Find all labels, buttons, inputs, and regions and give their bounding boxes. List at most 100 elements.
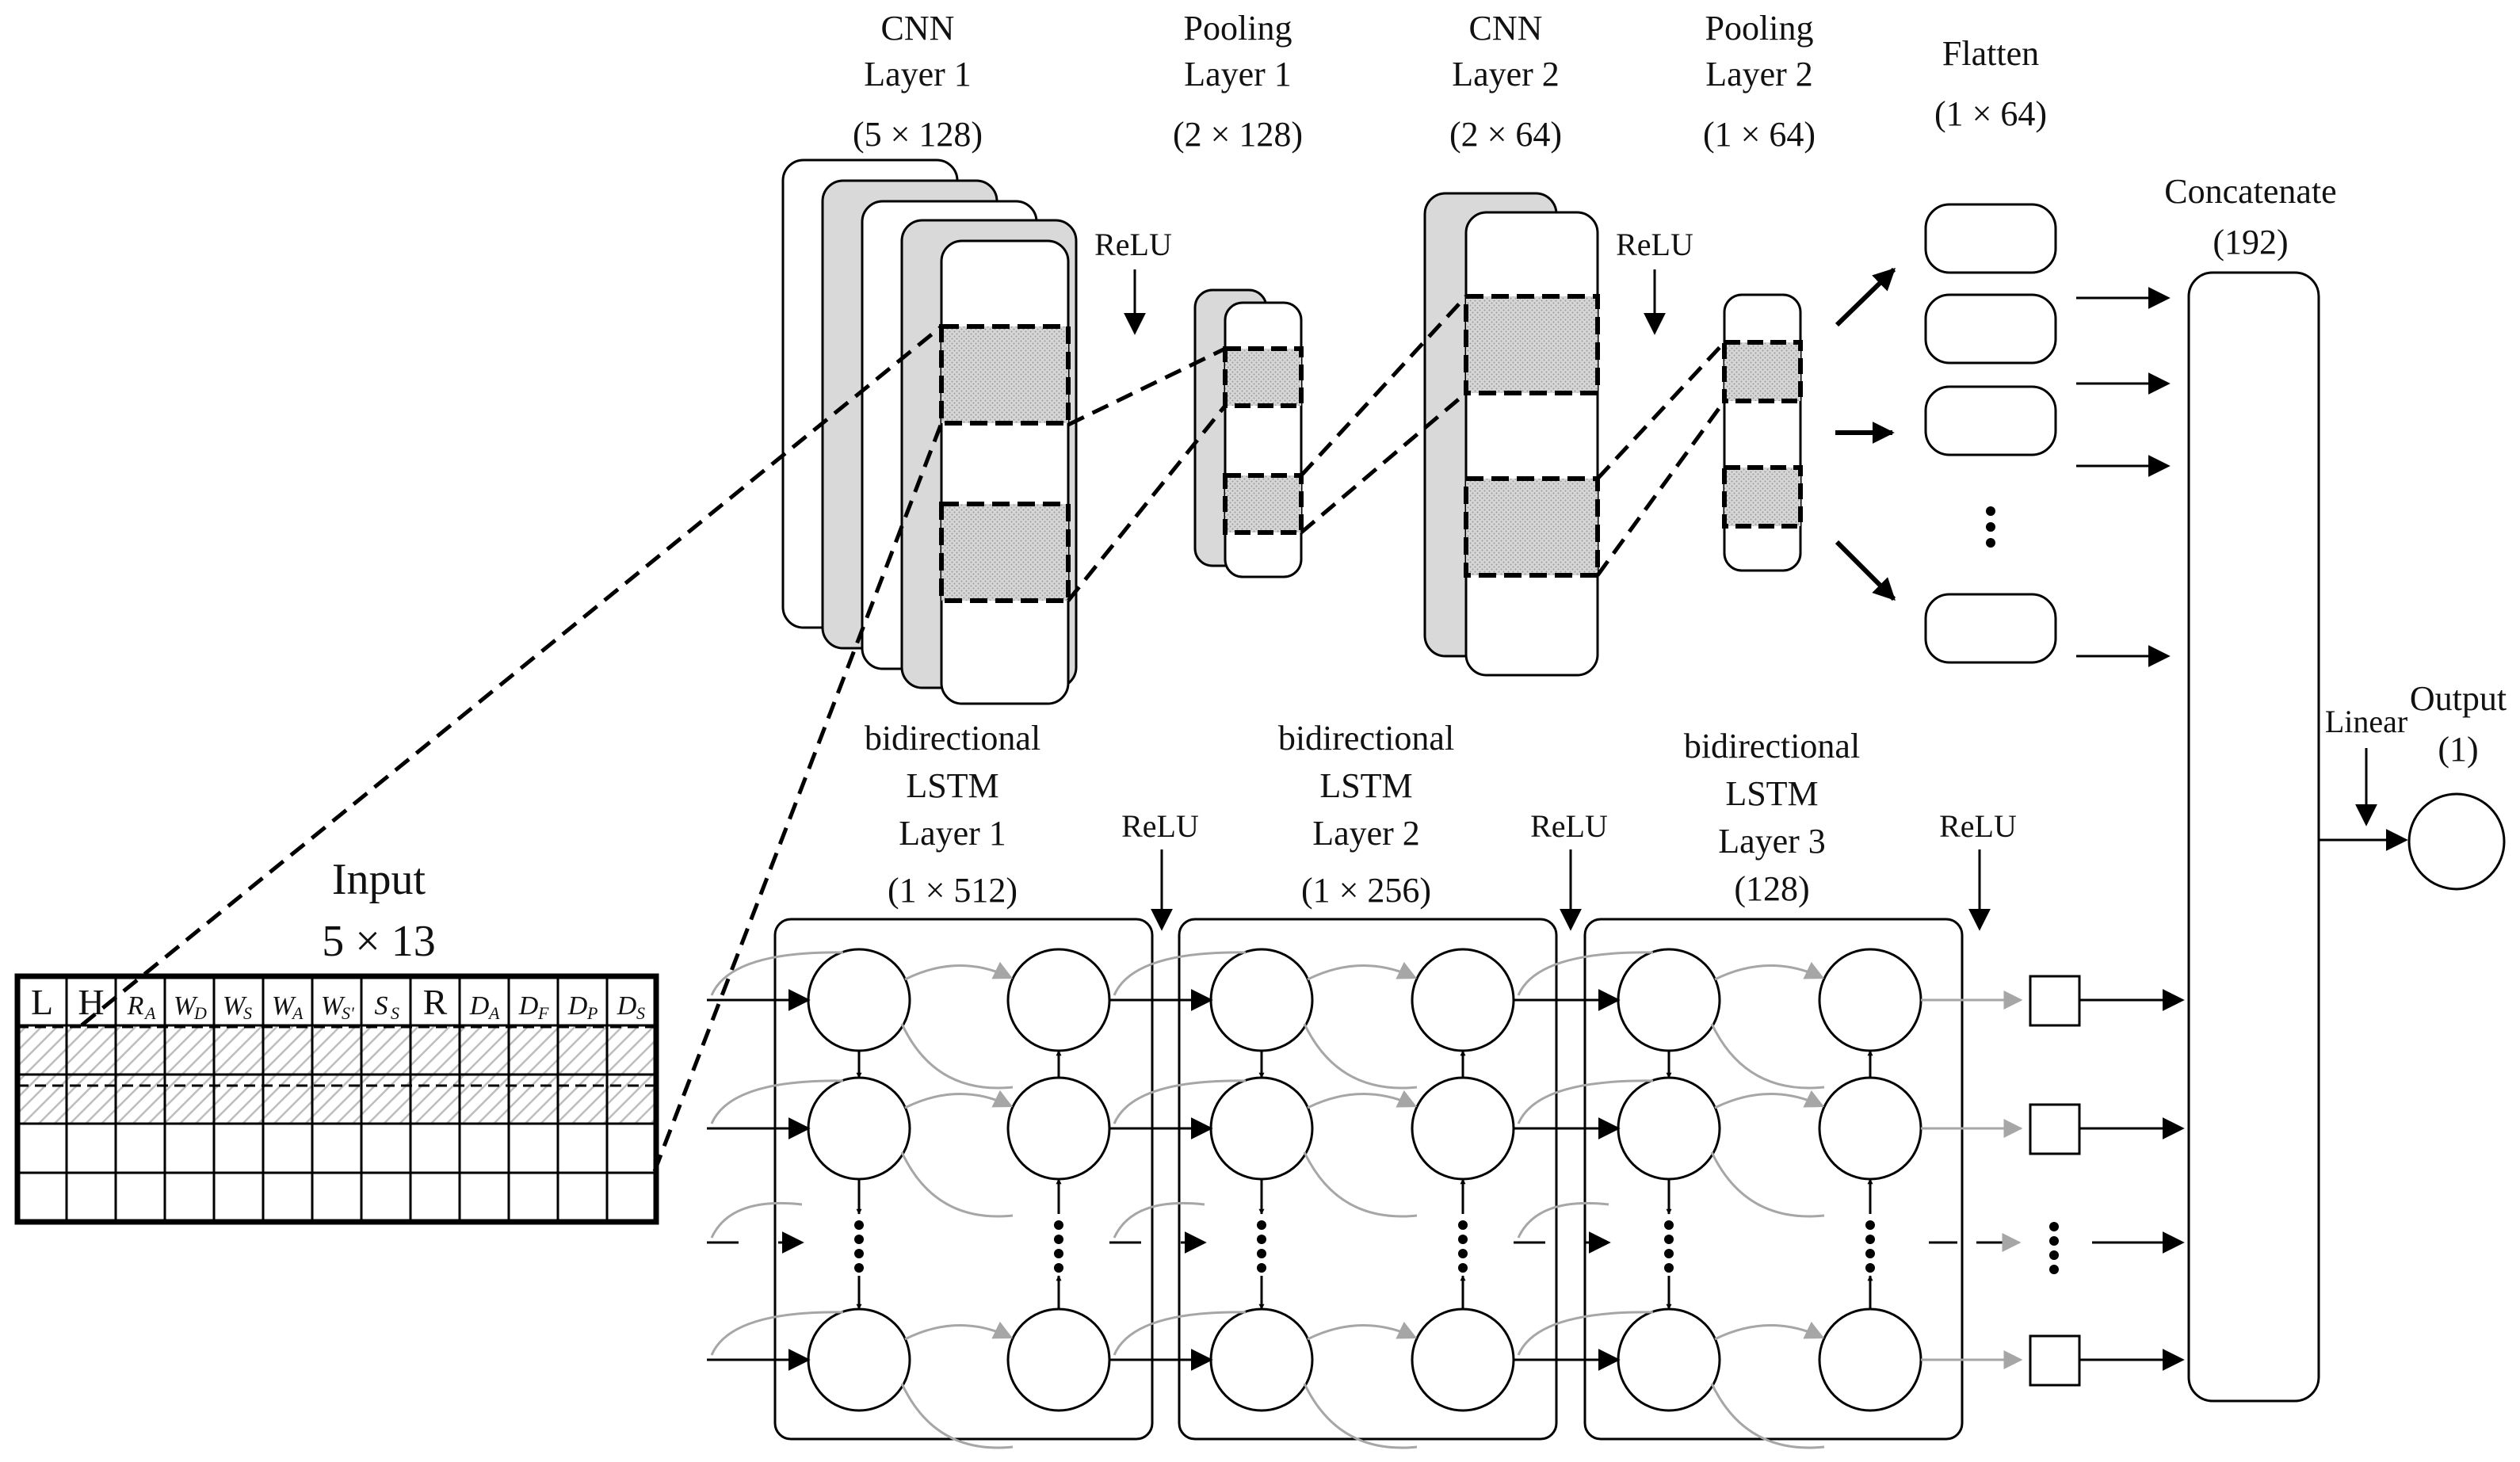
feature-symbol-text: H: [78, 982, 104, 1022]
svg-text:(1 × 512): (1 × 512): [888, 871, 1018, 910]
feature-symbol-text: R: [127, 991, 144, 1021]
lstm-row-2: [707, 1079, 2023, 1139]
concatenate-block: [2187, 271, 2320, 1403]
svg-text:bidirectional: bidirectional: [1278, 719, 1454, 758]
lstm-ellipsis-dot: [1865, 1235, 1875, 1244]
lstm-gray-connection: [1517, 951, 1654, 996]
feature-symbol-text: D: [518, 991, 539, 1021]
svg-text:Layer 2: Layer 2: [1312, 814, 1420, 853]
lstm-area: [707, 918, 2185, 1449]
lstm-output-ellipsis-dot: [2049, 1265, 2059, 1274]
lstm-backward-cell: [1818, 948, 1922, 1052]
feature-symbol-subscript: F: [537, 1003, 549, 1023]
input-feature-symbol: L: [31, 982, 53, 1022]
svg-text:Concatenate: Concatenate: [2164, 172, 2336, 211]
lstm-ellipsis-dot: [1257, 1235, 1266, 1244]
input-feature-symbol: WA: [272, 991, 304, 1023]
flatten-units: [1924, 203, 2057, 664]
lstm-backward-cell: [1818, 1307, 1922, 1412]
feature-symbol-text: S: [375, 991, 388, 1021]
feature-symbol-subscript: S: [391, 1003, 399, 1023]
svg-text:ReLU: ReLU: [1530, 808, 1608, 844]
input-feature-symbol: H: [78, 982, 104, 1022]
input-feature-symbol: WD: [174, 991, 207, 1023]
svg-text:(128): (128): [1734, 869, 1809, 908]
lstm-layer-2-cells: [1209, 948, 1515, 1449]
svg-text:Layer 1: Layer 1: [864, 55, 972, 94]
pool-layer2-stack: [1722, 293, 1803, 572]
relu-cnn1: ReLU: [1094, 227, 1172, 335]
cnn-layer1-label: CNN Layer 1 (5 × 128): [853, 9, 983, 154]
lstm-ellipsis-dot: [1664, 1235, 1674, 1244]
cnn-layer1-stack: [781, 158, 1078, 705]
lstm-ellipsis-dot: [1865, 1263, 1875, 1273]
input-grid-border: [14, 973, 659, 1225]
lstm-ellipsis-dot: [1664, 1263, 1674, 1273]
lstm-ellipsis-dot: [1458, 1263, 1468, 1273]
svg-text:Layer 2: Layer 2: [1705, 55, 1813, 94]
lstm-forward-cell: [1617, 948, 1721, 1052]
lstm-gray-connection: [1307, 1090, 1418, 1109]
lstm-ellipsis-dot: [1257, 1220, 1266, 1230]
lstm-gray-connection: [1714, 961, 1825, 981]
input-feature-symbol: WS: [223, 991, 252, 1023]
lstm-ellipsis-dot: [854, 1235, 864, 1244]
feature-symbol-text: W: [223, 991, 247, 1021]
svg-text:LSTM: LSTM: [1319, 766, 1412, 805]
lstm-row-3: [707, 1201, 1611, 1254]
lstm-output-ellipsis-dot: [2049, 1222, 2059, 1231]
lstm-gray-connection: [1113, 1201, 1205, 1239]
lstm-gray-connection: [1113, 1079, 1247, 1124]
lstm-gray-connection: [904, 961, 1014, 981]
svg-text:LSTM: LSTM: [906, 766, 998, 805]
svg-text:Pooling: Pooling: [1184, 9, 1292, 48]
lstm-gray-connection: [710, 951, 844, 996]
svg-text:(1): (1): [2438, 730, 2478, 769]
cnn-layer2-label: CNN Layer 2 (2 × 64): [1449, 9, 1562, 154]
lstm-gray-connection: [1113, 951, 1247, 996]
lstm-gray-connection: [1517, 1311, 1654, 1356]
lstm-gray-connection: [710, 1201, 803, 1239]
lstm-layer2-label: bidirectional LSTM Layer 2 (1 × 256): [1278, 719, 1454, 910]
svg-text:bidirectional: bidirectional: [865, 719, 1040, 758]
svg-text:Layer 1: Layer 1: [1184, 55, 1292, 94]
lstm-gray-connection: [1517, 1079, 1654, 1124]
feature-symbol-subscript: P: [586, 1003, 598, 1023]
lstm-ellipsis-dot: [1054, 1249, 1063, 1258]
feature-symbol-text: W: [272, 991, 296, 1021]
svg-text:LSTM: LSTM: [1725, 774, 1818, 813]
pool-layer2-label: Pooling Layer 2 (1 × 64): [1703, 9, 1816, 154]
svg-text:ReLU: ReLU: [1094, 227, 1172, 262]
lstm-gray-connection: [904, 1321, 1014, 1341]
output-node: [2407, 792, 2506, 891]
lstm-layer-3-cells: [1617, 948, 1922, 1449]
flatten-label: Flatten (1 × 64): [1934, 34, 2047, 133]
svg-text:Layer 2: Layer 2: [1452, 55, 1560, 94]
lstm-ellipsis-dot: [1257, 1263, 1266, 1273]
svg-text:(1 × 64): (1 × 64): [1703, 115, 1816, 154]
lstm-layer1-label: bidirectional LSTM Layer 1 (1 × 512): [865, 719, 1040, 910]
feature-symbol-text: R: [423, 982, 448, 1022]
lstm-forward-cell: [1617, 1307, 1721, 1412]
feature-symbol-subscript: A: [143, 1003, 156, 1023]
lstm-gray-connection: [1307, 1321, 1418, 1341]
lstm-backward-cell: [1006, 1307, 1111, 1412]
lstm-gray-connection: [1303, 1383, 1418, 1449]
feature-symbol-subscript: S: [636, 1003, 645, 1023]
feature-symbol-text: W: [321, 991, 346, 1021]
lstm-output-ellipsis-dot: [2049, 1250, 2059, 1260]
lstm-layer-1-cells: [807, 948, 1111, 1449]
lstm-ellipsis-dot: [1054, 1235, 1063, 1244]
lstm-outputs: [1929, 975, 2185, 1387]
svg-text:CNN: CNN: [881, 9, 955, 48]
relu-lstm3: ReLU: [1939, 808, 2017, 931]
feature-symbol-text: D: [567, 991, 588, 1021]
lstm-output-unit: [2029, 975, 2081, 1027]
lstm-ellipsis-dot: [854, 1263, 864, 1273]
input-feature-symbol: R: [423, 982, 448, 1022]
lstm-layer3-label: bidirectional LSTM Layer 3 (128): [1684, 727, 1860, 908]
cnn-layer2-stack: [1423, 192, 1600, 677]
input-feature-symbol: WS': [321, 991, 354, 1023]
